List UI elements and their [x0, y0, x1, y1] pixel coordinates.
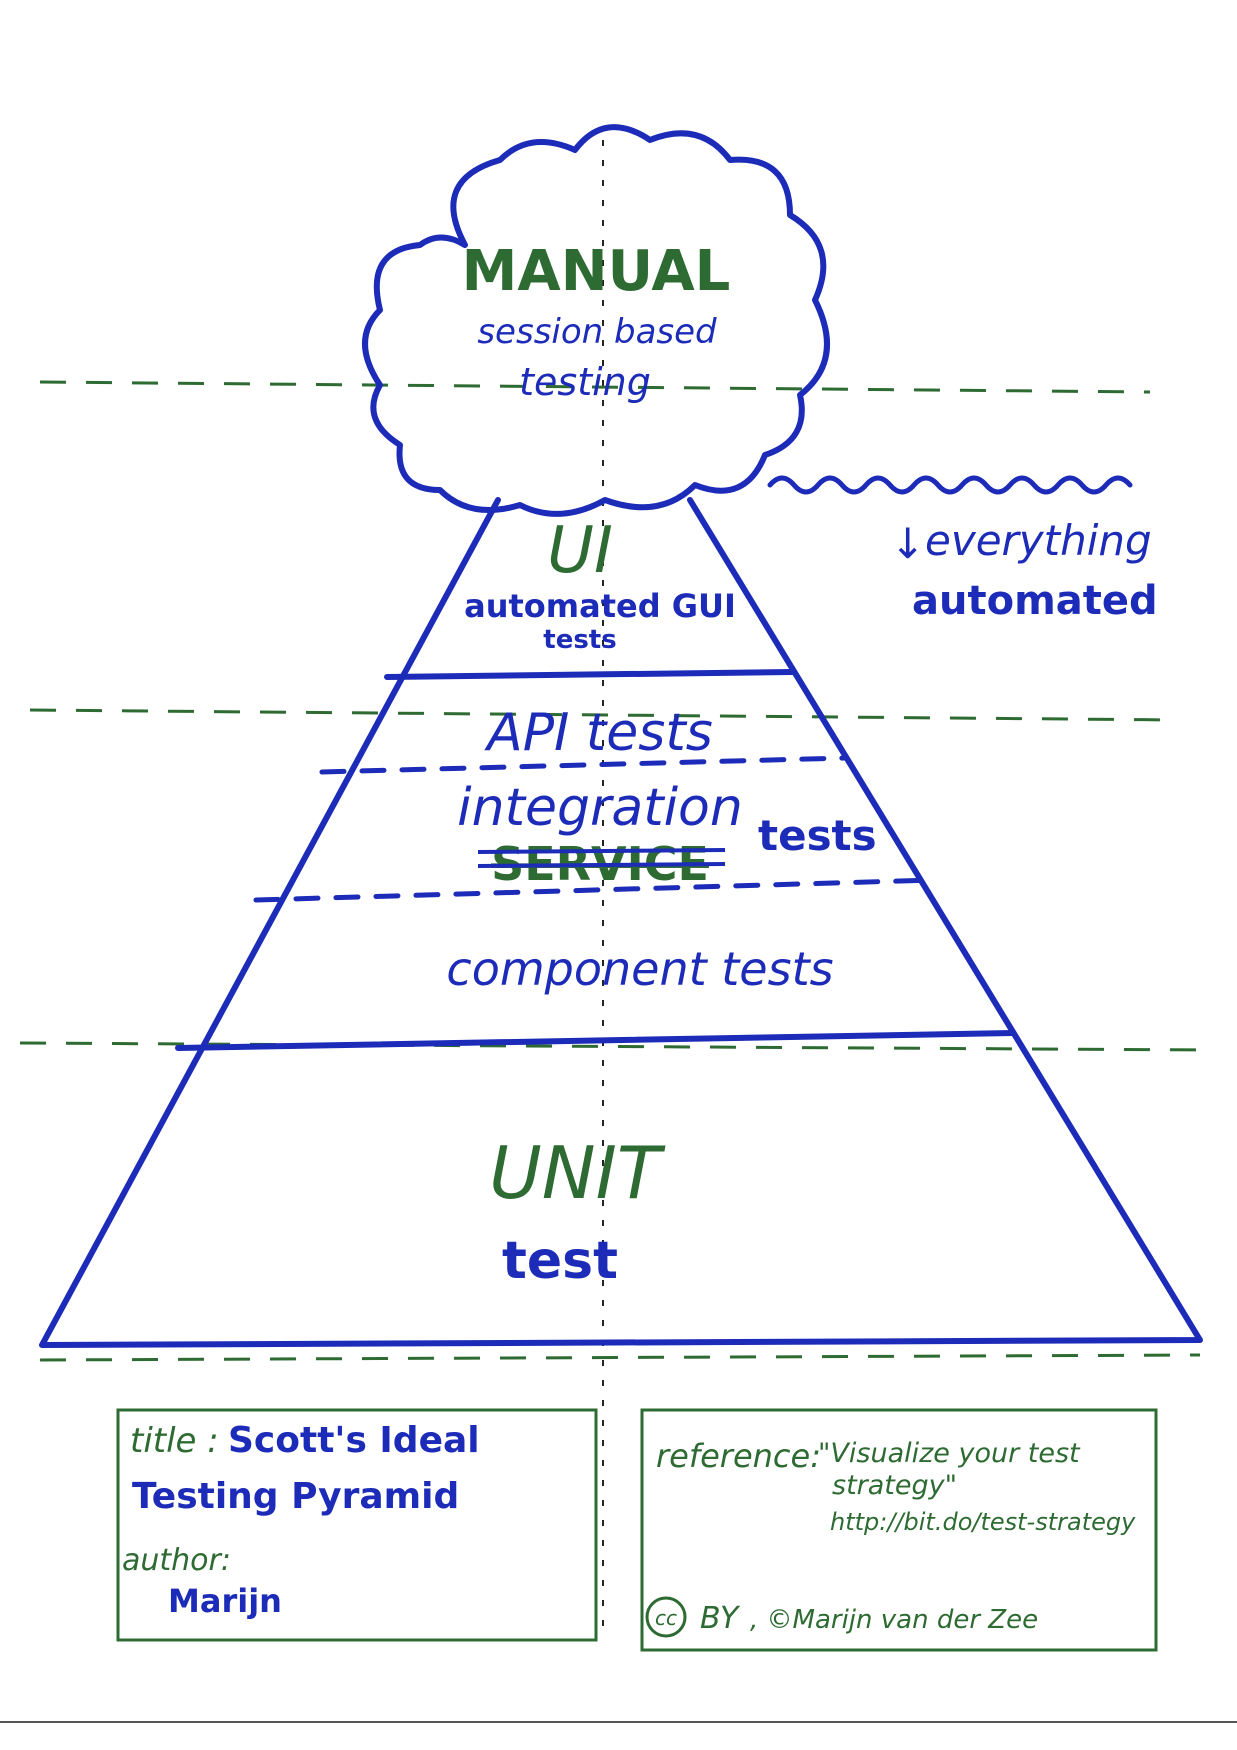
- layer-line-api-dashed: [319, 755, 848, 775]
- license-copyright: , ©Marijn van der Zee: [750, 1605, 1038, 1635]
- service-strike-line-1: [477, 848, 726, 854]
- unit-title: UNIT: [489, 1131, 666, 1215]
- info-box-left: [116, 1408, 598, 1642]
- license-cc: cc: [655, 1606, 677, 1630]
- manual-cloud: [362, 124, 830, 517]
- everything-automated-wave: [767, 475, 1133, 495]
- info-reference-line1: "Visualize your test: [818, 1438, 1081, 1469]
- info-author-key: author:: [122, 1543, 231, 1578]
- manual-line1: session based: [477, 312, 717, 352]
- component-tests-label: component tests: [446, 942, 833, 996]
- ui-line2: tests: [543, 625, 616, 655]
- everything-line1: everything: [925, 516, 1152, 565]
- integration-label: integration: [457, 778, 743, 838]
- manual-line2: testing: [519, 360, 651, 404]
- info-reference-line2: strategy": [832, 1470, 957, 1501]
- layer-line-ui: [384, 669, 795, 680]
- integration-tests-suffix: tests: [758, 811, 877, 860]
- separator-bottom: [39, 1353, 1201, 1362]
- ui-title: UI: [547, 514, 613, 588]
- creative-commons-icon: [645, 1596, 687, 1638]
- api-tests-label: API tests: [484, 703, 713, 763]
- info-title-key: title :: [130, 1421, 219, 1461]
- info-reference-key: reference:: [656, 1437, 821, 1475]
- separator-top: [39, 380, 1151, 394]
- everything-arrow-icon: ↓: [890, 519, 925, 568]
- info-title-line2: Testing Pyramid: [132, 1476, 459, 1517]
- ui-line1: automated GUI: [464, 587, 736, 625]
- license-by: BY: [700, 1601, 741, 1636]
- info-author-value: Marijn: [168, 1582, 282, 1620]
- info-title-line1: Scott's Ideal: [228, 1420, 480, 1461]
- everything-line2: automated: [912, 578, 1158, 624]
- info-reference-url: http://bit.do/test-strategy: [830, 1508, 1136, 1536]
- layer-line-component: [175, 1030, 1016, 1051]
- separator-component-unit: [19, 1041, 1211, 1052]
- manual-title: MANUAL: [462, 239, 731, 304]
- service-strike-line-2: [477, 862, 726, 868]
- info-box-right: [640, 1408, 1158, 1652]
- layer-line-integration-dashed: [253, 877, 938, 903]
- unit-subtitle: test: [502, 1231, 618, 1291]
- separator-ui-api: [29, 708, 1181, 722]
- pyramid-outline: [39, 497, 1203, 1348]
